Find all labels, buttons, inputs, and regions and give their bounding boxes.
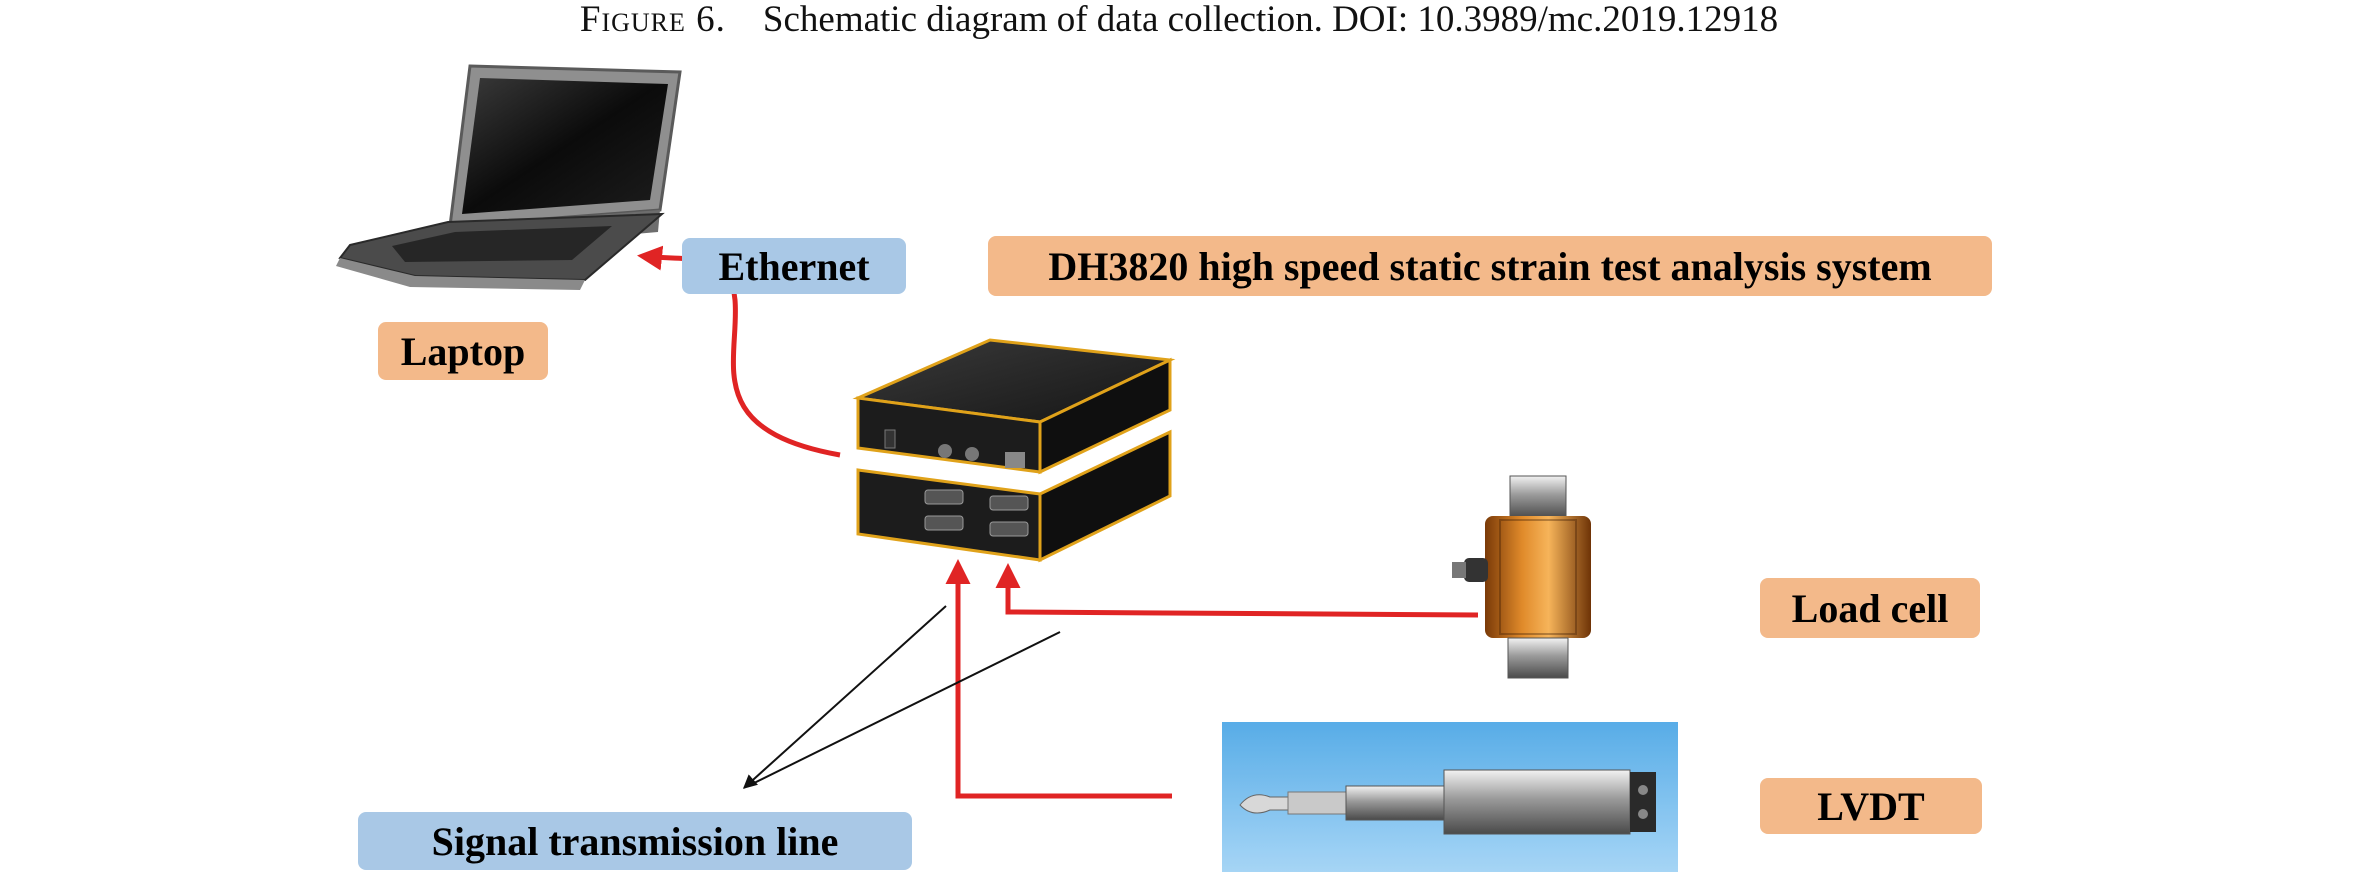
ethernet-label: Ethernet (682, 238, 906, 294)
load-cell-icon (1452, 475, 1591, 679)
laptop-icon (336, 64, 682, 290)
signal-line-label: Signal transmission line (358, 812, 912, 870)
system-label: DH3820 high speed static strain test ana… (988, 236, 1992, 296)
lvdt-sensor-icon (1222, 722, 1678, 872)
load-cell-arrow (995, 563, 1479, 618)
figure-label: Figure 6. (579, 0, 726, 40)
laptop-label: Laptop (378, 322, 548, 380)
lvdt-label: LVDT (1760, 778, 1982, 834)
lvdt-arrow (945, 559, 1172, 799)
signal-line-pointers (742, 605, 1061, 789)
figure-caption: Figure 6. Schematic diagram of data coll… (0, 0, 2358, 40)
caption-text: Schematic diagram of data collection. DO… (762, 0, 1779, 40)
load-cell-label: Load cell (1760, 578, 1980, 638)
strain-analyzer-icon (852, 338, 1176, 563)
